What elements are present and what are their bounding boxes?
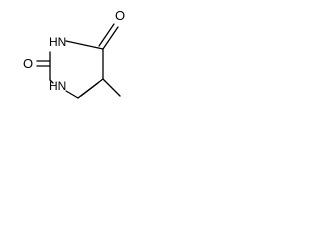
- bond-n1-c2: [49, 79, 54, 84]
- atom-label-nh-bottom: HN: [49, 79, 66, 93]
- bond-c4-o-top-second: [98, 23, 115, 47]
- bond-c4-o-top: [102, 26, 119, 50]
- atom-label-o-top: O: [115, 8, 125, 23]
- bond-c6-methyl: [102, 78, 121, 97]
- bond-c5-c6-inner: [80, 82, 99, 97]
- chemical-structure-canvas: O HN O HN: [0, 0, 136, 150]
- pyrimidinedione-structure: O HN O HN: [23, 8, 125, 99]
- atom-label-o-left: O: [23, 56, 33, 71]
- atom-label-nh-top: HN: [49, 35, 66, 49]
- bond-n3-c4: [65, 40, 104, 50]
- bond-c6-n1: [65, 90, 79, 99]
